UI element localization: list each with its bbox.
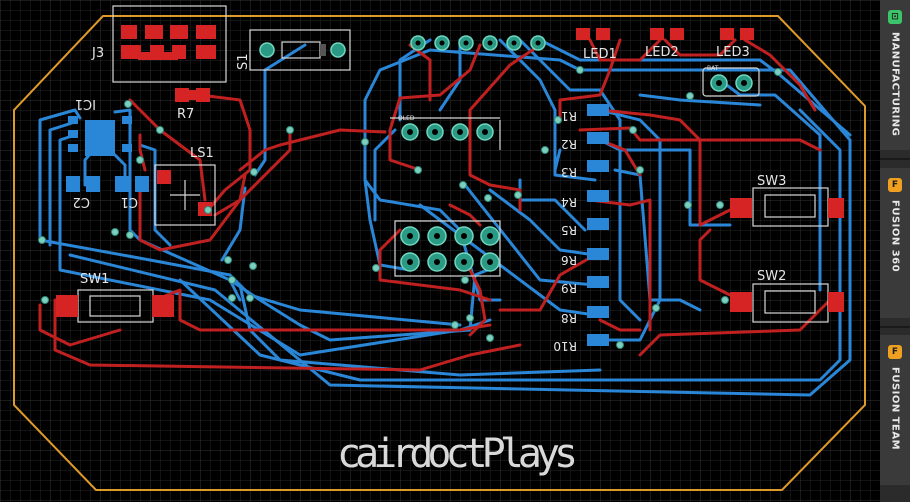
- label-r2: R2: [561, 137, 577, 151]
- tab-manufacturing[interactable]: ⊡ MANUFACTURING: [880, 0, 910, 150]
- label-sw1: SW1: [80, 272, 109, 287]
- board-outline: [13, 15, 866, 491]
- smd-pads: [56, 25, 844, 346]
- label-sw3: SW3: [757, 174, 786, 189]
- through-hole-pads: [259, 35, 753, 272]
- tab-label-fusion-team: FUSION TEAM: [889, 367, 901, 451]
- label-r6: R6: [561, 253, 577, 267]
- label-led2: LED2: [645, 45, 679, 60]
- label-j3: J3: [91, 46, 104, 61]
- tab-fusion-360[interactable]: F FUSION 360: [880, 168, 910, 318]
- label-r9: R9: [561, 281, 577, 295]
- fusion-360-icon: F: [888, 178, 902, 192]
- label-r10: R10: [553, 339, 577, 353]
- label-s1: S1: [236, 53, 251, 70]
- label-c1: C1: [121, 194, 138, 209]
- label-r7: R7: [177, 107, 194, 122]
- tab-label-fusion-360: FUSION 360: [889, 200, 901, 273]
- label-led3: LED3: [716, 45, 750, 60]
- vias: [38, 66, 782, 349]
- label-r5: R5: [561, 223, 577, 237]
- label-r4: R4: [561, 195, 577, 209]
- fusion-team-icon: F: [888, 345, 902, 359]
- board-brand-text: cairdoctPlays: [337, 431, 575, 477]
- right-side-panel: ⊡ MANUFACTURING F FUSION 360 F FUSION TE…: [880, 0, 910, 502]
- silkscreen-outlines: [77, 5, 829, 323]
- label-r8: R8: [561, 311, 577, 325]
- grid-background: [0, 0, 880, 502]
- label-led1: LED1: [583, 47, 617, 62]
- label-oled: OLED: [398, 115, 415, 122]
- label-ls1: LS1: [190, 146, 214, 161]
- label-r3: R3: [561, 165, 577, 179]
- label-c2: C2: [73, 194, 90, 209]
- label-sw2: SW2: [757, 269, 786, 284]
- top-copper-traces: [38, 38, 832, 372]
- tab-fusion-team[interactable]: F FUSION TEAM: [880, 335, 910, 485]
- component-labels: J3 S1 R7 IC1 C2 C1 LS1 LED1 LED2 LED3 BA…: [73, 45, 787, 353]
- pcb-board-view[interactable]: J3 S1 R7 IC1 C2 C1 LS1 LED1 LED2 LED3 BA…: [0, 0, 880, 502]
- tab-label-manufacturing: MANUFACTURING: [889, 32, 901, 137]
- manufacturing-icon: ⊡: [888, 10, 902, 24]
- label-bat: BAT: [707, 65, 719, 72]
- label-r1: R1: [561, 109, 577, 123]
- label-ic1: IC1: [75, 96, 96, 111]
